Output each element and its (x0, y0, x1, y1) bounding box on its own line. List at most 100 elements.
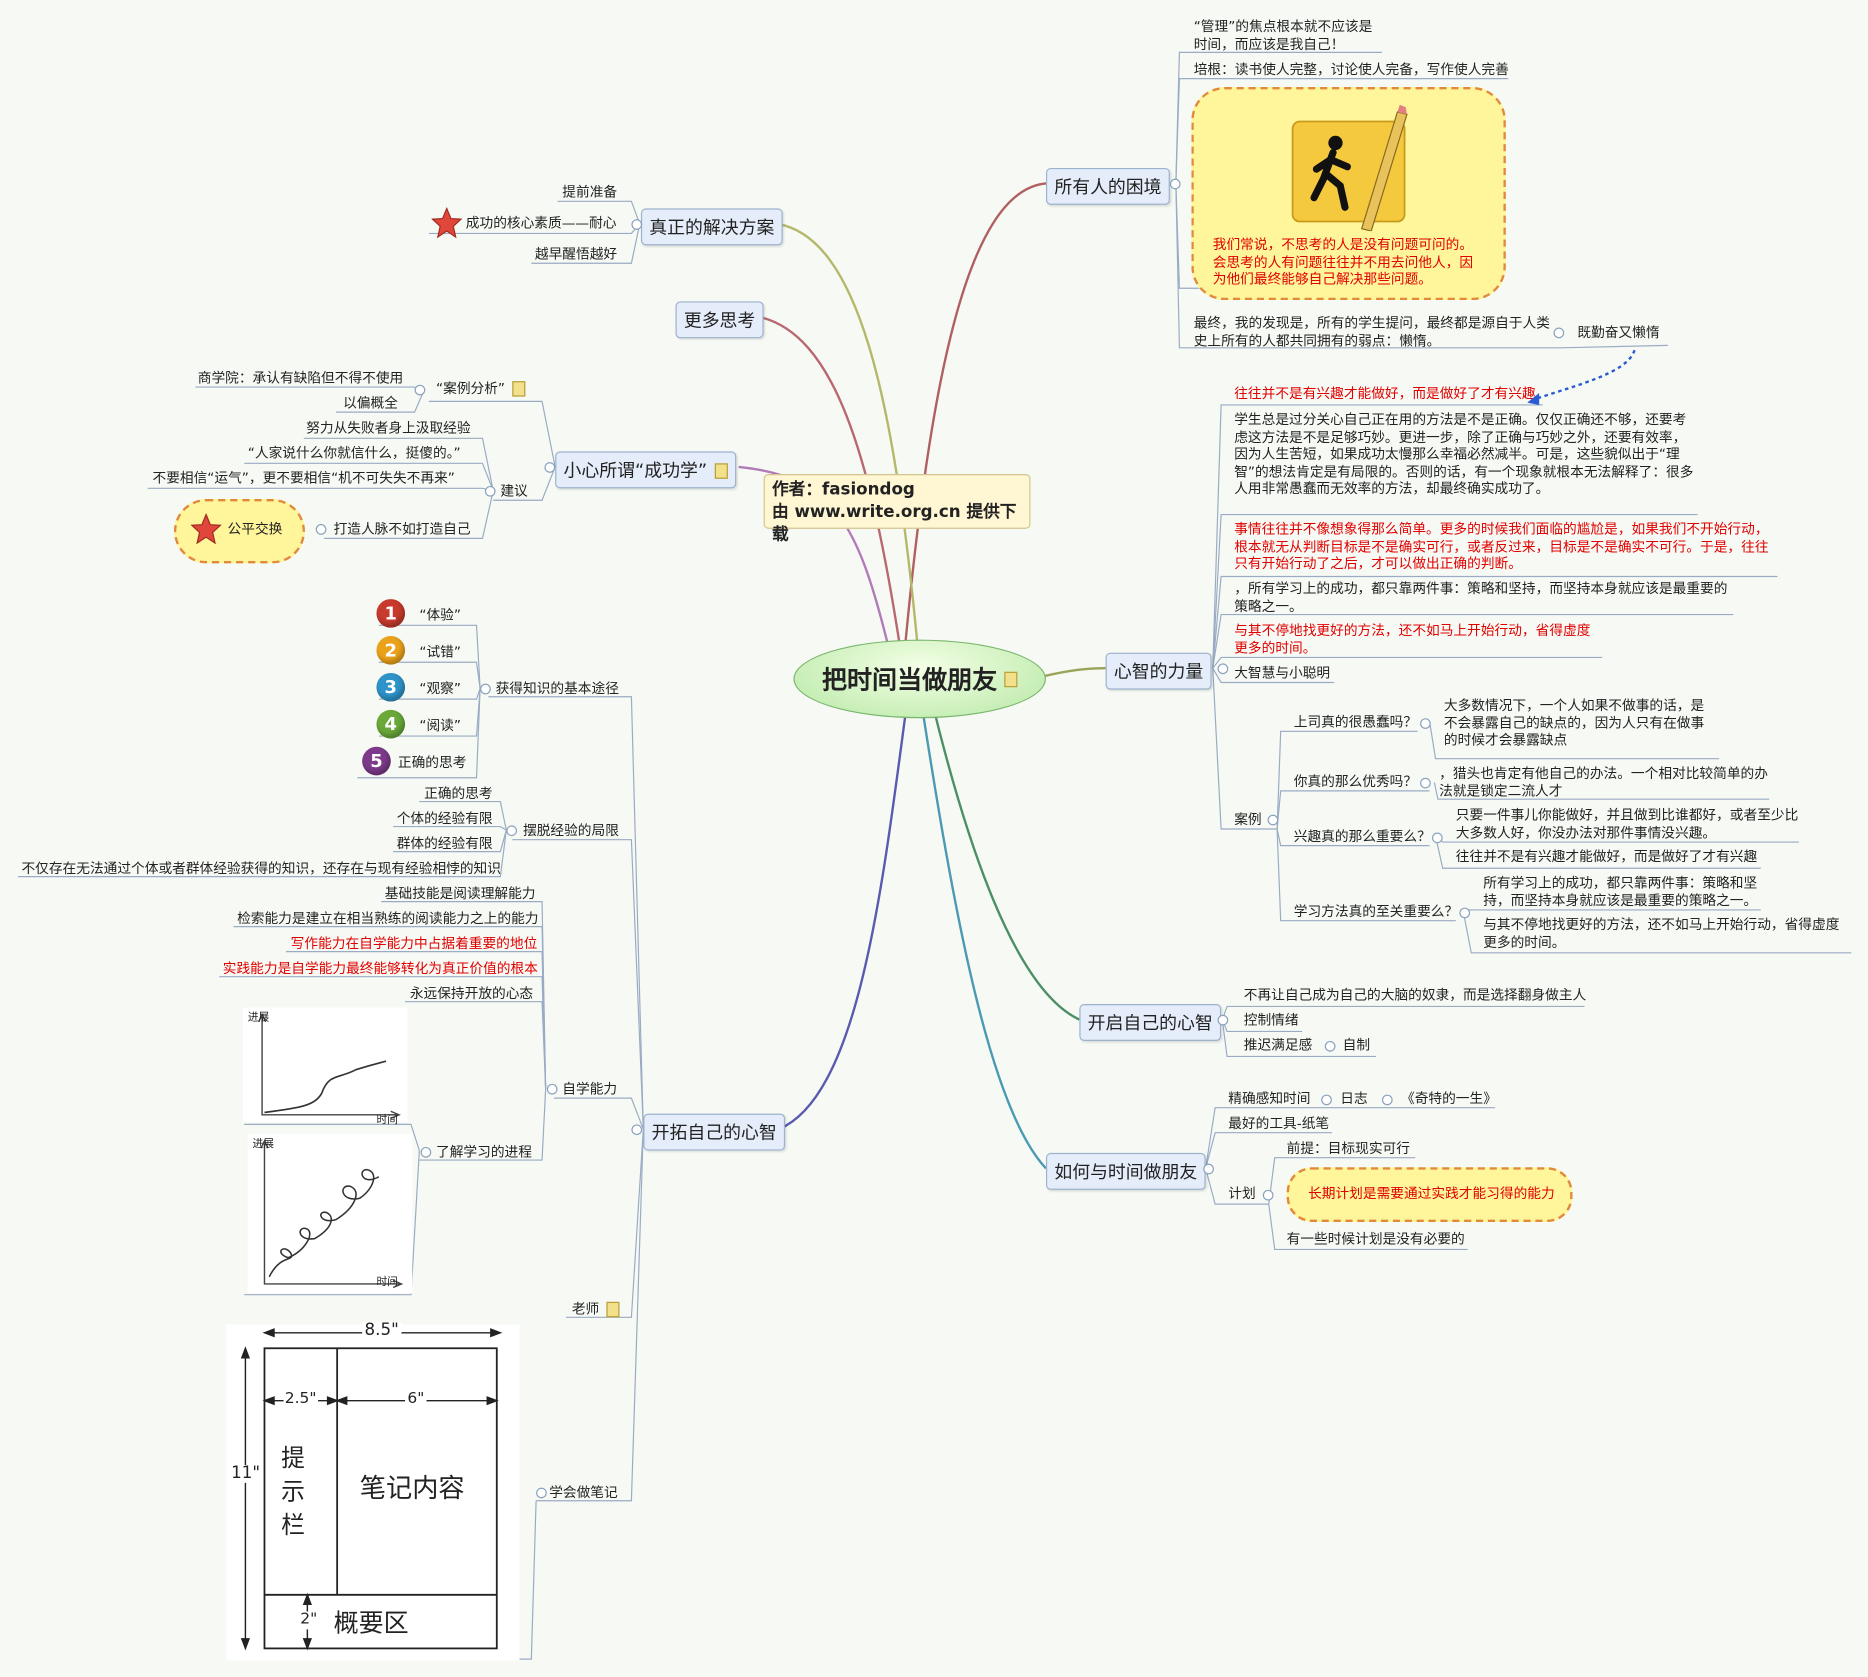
collapse-toggle[interactable] (1553, 327, 1565, 339)
path-item: “观察” (419, 680, 461, 697)
topic-friend-time[interactable]: 如何与时间做朋友 (1045, 1152, 1206, 1190)
collapse-toggle[interactable] (484, 485, 496, 497)
plan-item: 有一些时候计划是没有必要的 (1286, 1230, 1465, 1248)
collapse-toggle[interactable] (1420, 777, 1431, 789)
solution-item: 提前准备 (562, 183, 618, 201)
topic-success[interactable]: 小心所谓“成功学” (555, 451, 736, 489)
advice-item: 不要相信“运气”，更不要相信“机不可失失不再来” (152, 469, 455, 486)
cue-column-label: 提示栏 (281, 1443, 305, 1539)
case-answer: ，猎头也肯定有他自己的办法。一个相对比较简单的办法就是锁定二流人才 (1439, 764, 1768, 799)
progress-chart-loops-svg (260, 1139, 404, 1289)
path-item: “试错” (419, 643, 461, 660)
topic-power[interactable]: 心智的力量 (1105, 652, 1212, 690)
central-topic[interactable]: 把时间当做朋友 (793, 639, 1046, 719)
open-item: 不再让自己成为自己的大脑的奴隶，而是选择翻身做主人 (1243, 986, 1587, 1003)
book-item: 《奇特的一生》 (1401, 1089, 1497, 1107)
case-answer: 大多数情况下，一个人如果不做事的话，是不会暴露自己的缺点的，因为人只有在做事的时… (1443, 696, 1705, 748)
topic-plight[interactable]: 所有人的困境 (1045, 167, 1170, 205)
selfstudy-item: 检索能力是建立在相当熟练的阅读能力之上的能力 (237, 909, 539, 927)
note-icon[interactable] (512, 381, 526, 397)
interest-top: 往往并不是有兴趣才能做好，而是做好了才有兴趣 (1234, 384, 1536, 402)
summary-height-label: 2" (300, 1610, 318, 1629)
paths-label: 获得知识的基本途径 (495, 680, 619, 697)
lazy-item: 既勤奋又懒惰 (1577, 323, 1660, 341)
cloud-text: 我们常说，不思考的人是没有问题可问的。会思考的人有问题往往并不用去问他人，因为他… (1212, 235, 1474, 288)
collapse-toggle[interactable] (1324, 1040, 1336, 1052)
case-question: 你真的那么优秀吗？ (1293, 772, 1418, 790)
star-icon (190, 513, 222, 545)
open-item: 推迟满足感 (1243, 1036, 1313, 1053)
topic-expand-mind[interactable]: 开拓自己的心智 (643, 1113, 786, 1151)
collapse-toggle[interactable] (1217, 663, 1229, 675)
solution-item: 越早醒悟越好 (534, 245, 618, 263)
collapse-toggle[interactable] (1420, 718, 1431, 729)
tool-item: 最好的工具-纸笔 (1228, 1114, 1330, 1132)
notes-label: 学会做笔记 (549, 1484, 618, 1501)
collapse-toggle[interactable] (544, 462, 556, 473)
case-question: 兴趣真的那么重要么？ (1293, 827, 1431, 845)
finally-text: 最终，我的发现是，所有的学生提问，最终都是源自于人类史上所有的人都共同拥有的弱点… (1193, 314, 1550, 349)
collapse-toggle[interactable] (1169, 178, 1181, 190)
advice-item: 努力从失败者身上汲取经验 (306, 419, 471, 436)
note-icon[interactable] (714, 463, 728, 479)
collapse-toggle[interactable] (1262, 1189, 1274, 1201)
selfstudy-item: 写作能力在自学能力中占据着重要的地位 (290, 934, 538, 952)
summary-area-label: 概要区 (333, 1609, 409, 1638)
power-paragraph: ，所有学习上的成功，都只靠两件事：策略和坚持，而坚持本身就应该是最重要的策略之一… (1234, 580, 1728, 614)
progress-chart-smooth-svg (257, 1013, 401, 1120)
cornell-notes-figure: 8.5" 11" 2.5" 6" 2" 提示栏 笔记内容 概要区 (226, 1322, 520, 1661)
limit-item: 不仅存在无法通过个体或者群体经验获得的知识，还存在与现有经验相悖的知识 (21, 859, 501, 877)
content-width-label: 6" (405, 1391, 427, 1409)
selfstudy-label: 自学能力 (562, 1080, 618, 1097)
path-item: 正确的思考 (397, 753, 467, 771)
advice-label: 建议 (500, 482, 528, 500)
power-paragraph-red: 与其不停地找更好的方法，还不如马上开始行动，省得虚度更多的时间。 (1234, 621, 1591, 656)
advice-item: “人家说什么你就信什么，挺傻的。” (247, 444, 461, 461)
collapse-toggle[interactable] (414, 384, 426, 396)
case-analysis-label: “案例分析” (436, 379, 506, 397)
axis-y-label: 进展 (252, 1138, 275, 1151)
collapse-toggle[interactable] (1267, 814, 1279, 826)
collapse-toggle[interactable] (506, 825, 518, 837)
collapse-toggle[interactable] (631, 1124, 643, 1136)
solution-item: 成功的核心素质——耐心 (465, 214, 617, 232)
path-item: “体验” (419, 606, 461, 623)
collapse-toggle[interactable] (480, 683, 491, 695)
collapse-toggle[interactable] (1217, 1014, 1229, 1026)
limit-item: 群体的经验有限 (396, 834, 493, 852)
note-icon[interactable] (1004, 671, 1018, 687)
collapse-toggle[interactable] (546, 1083, 558, 1095)
path-item: “阅读” (419, 717, 461, 734)
collapse-toggle[interactable] (631, 219, 643, 230)
collapse-toggle[interactable] (315, 524, 327, 535)
topic-solution[interactable]: 真正的解决方案 (640, 208, 783, 246)
note-icon[interactable] (606, 1301, 620, 1318)
number-3-icon: 3 (376, 672, 406, 702)
collapse-toggle[interactable] (1321, 1094, 1332, 1106)
width-label: 8.5" (362, 1322, 402, 1340)
collapse-toggle[interactable] (1203, 1163, 1214, 1175)
content-area-label: 笔记内容 (359, 1474, 465, 1505)
perceive-item: 精确感知时间 (1228, 1089, 1311, 1107)
teacher-label-text: 老师 (571, 1300, 600, 1318)
topic-more-thinking[interactable]: 更多思考 (675, 301, 764, 339)
collapse-toggle[interactable] (1381, 1094, 1393, 1106)
collapse-toggle[interactable] (536, 1487, 547, 1499)
number-5-icon: 5 (362, 746, 391, 776)
topic-open-mind[interactable]: 开启自己的心智 (1079, 1004, 1222, 1041)
central-topic-label: 把时间当做朋友 (822, 665, 998, 695)
case-analysis[interactable]: “案例分析” (436, 379, 526, 397)
case-answer: 往往并不是有兴趣才能做好，而是做好了才有兴趣 (1455, 848, 1758, 865)
collapse-toggle[interactable] (1431, 832, 1443, 844)
collapse-toggle[interactable] (1459, 907, 1471, 919)
teacher-label[interactable]: 老师 (572, 1301, 620, 1318)
number-2-icon: 2 (376, 636, 406, 665)
star-icon (431, 207, 463, 239)
power-paragraph: 学生总是过分关心自己正在用的方法是不是正确。仅仅正确还不够，还要考虑这方法是不是… (1234, 410, 1694, 497)
quote-management: “管理”的焦点根本就不应该是时间，而应该是我自己！ (1193, 17, 1373, 52)
axis-y-label: 进展 (247, 1012, 270, 1025)
collapse-toggle[interactable] (420, 1146, 432, 1158)
selfstudy-item: 永远保持开放的心态 (409, 984, 534, 1002)
self-control-item: 自制 (1342, 1036, 1371, 1053)
